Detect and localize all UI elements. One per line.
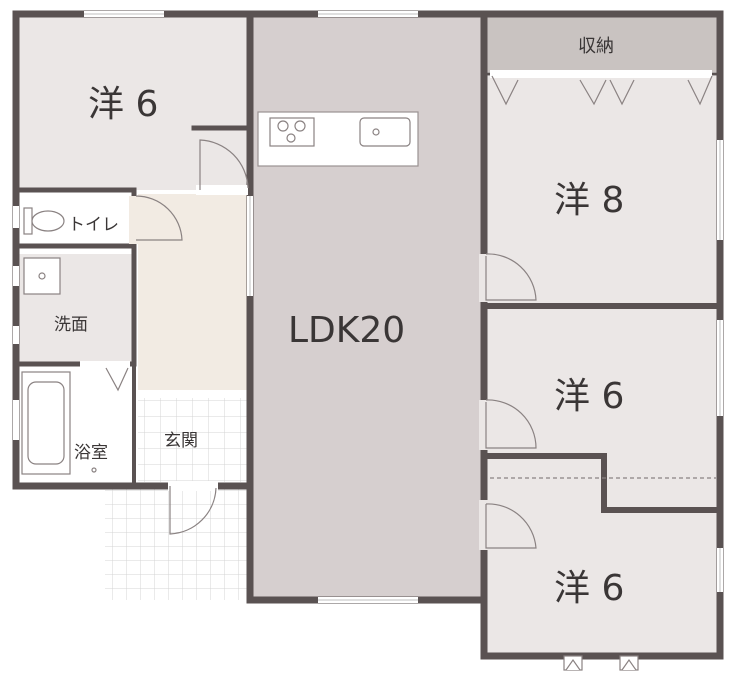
room-western-ne-floor <box>484 76 718 304</box>
label-washroom: 洗面 <box>54 315 88 335</box>
label-storage: 収納 <box>578 36 614 57</box>
room-western-nw-floor <box>18 16 250 190</box>
exterior-steps <box>563 655 639 671</box>
label-ldk: LDK20 <box>288 310 405 351</box>
sink-icon <box>359 117 411 147</box>
closet-strip <box>600 478 718 508</box>
stove-burner-icon <box>286 133 296 143</box>
label-western-ne: 洋 8 <box>554 180 624 221</box>
closet-doors <box>490 70 716 479</box>
label-western-nw: 洋 6 <box>88 84 158 125</box>
storage-floor <box>484 16 718 72</box>
label-toilet: トイレ <box>68 215 119 235</box>
label-entrance: 玄関 <box>164 431 198 451</box>
label-western-e: 洋 6 <box>554 376 624 417</box>
entrance-floor <box>138 398 250 482</box>
windows <box>13 11 723 603</box>
stove-burner-icon <box>294 120 306 132</box>
room-ldk-floor <box>250 16 484 600</box>
doors <box>80 139 537 550</box>
label-bathroom: 浴室 <box>74 443 108 463</box>
hall-floor <box>138 194 250 390</box>
label-western-se: 洋 6 <box>554 568 624 609</box>
kitchen-counter <box>257 111 419 167</box>
washbasin-icon <box>23 257 61 295</box>
stove-burner-icon <box>277 120 289 132</box>
porch-tiles <box>105 484 248 600</box>
bathtub-icon <box>21 371 97 475</box>
toilet-icon <box>23 207 65 235</box>
